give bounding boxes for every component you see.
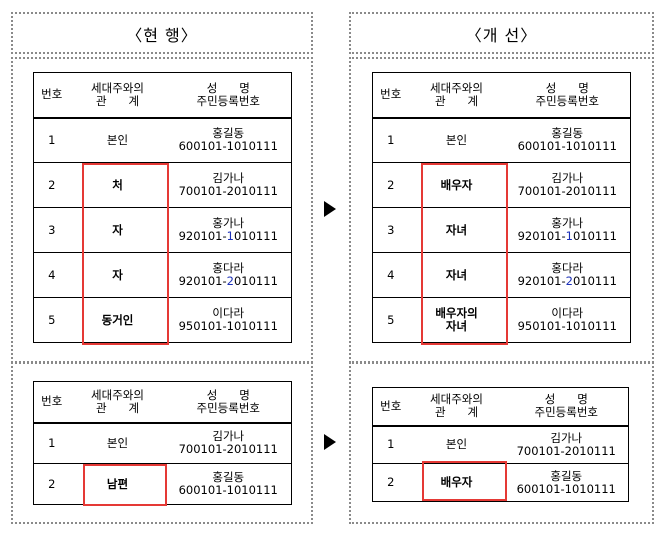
row-relation: 배우자 [408, 463, 505, 502]
row-no: 4 [33, 252, 70, 298]
current-title-frame: 〈현 행〉 [11, 12, 313, 54]
improved-spouse-highlight [422, 461, 507, 501]
current-spouse-highlight [83, 464, 167, 506]
row-no: 1 [33, 422, 70, 464]
row-no: 1 [33, 117, 70, 163]
row-no: 4 [372, 252, 409, 298]
improved-title: 〈개 선〉 [465, 26, 538, 45]
row-no: 1 [372, 425, 409, 464]
id-gender-digit: 1 [226, 229, 234, 243]
row-no: 2 [372, 463, 409, 502]
row-relation: 배우자 [408, 162, 505, 208]
row-no: 5 [372, 297, 409, 343]
header-no: 번호 [372, 387, 409, 427]
row-no: 1 [372, 117, 409, 163]
row-no: 2 [372, 162, 409, 208]
row-no: 5 [33, 297, 70, 343]
row-relation: 자 [69, 252, 166, 298]
row-relation: 본인 [69, 422, 166, 464]
row-no: 3 [372, 207, 409, 253]
id-gender-digit: 2 [226, 274, 234, 288]
improved-relation-highlight [421, 163, 508, 345]
header-no: 번호 [33, 72, 70, 119]
improved-bottom-frame [349, 362, 654, 524]
id-gender-digit: 2 [565, 274, 573, 288]
row-no: 2 [33, 463, 70, 505]
current-bottom-frame [11, 362, 313, 524]
row-no: 3 [33, 207, 70, 253]
header-no: 번호 [372, 72, 409, 119]
row-relation: 본인 [408, 117, 505, 163]
row-relation: 본인 [69, 117, 166, 163]
current-title: 〈현 행〉 [126, 26, 198, 45]
id-gender-digit: 1 [565, 229, 573, 243]
header-no: 번호 [33, 381, 70, 424]
row-no: 2 [33, 162, 70, 208]
row-relation: 본인 [408, 425, 505, 464]
improved-title-frame: 〈개 선〉 [349, 12, 654, 54]
row-relation: 동거인 [69, 297, 166, 343]
current-relation-highlight [82, 163, 169, 345]
row-relation: 자녀 [408, 252, 505, 298]
right-arrow-icon [324, 201, 336, 217]
right-arrow-icon [324, 434, 336, 450]
